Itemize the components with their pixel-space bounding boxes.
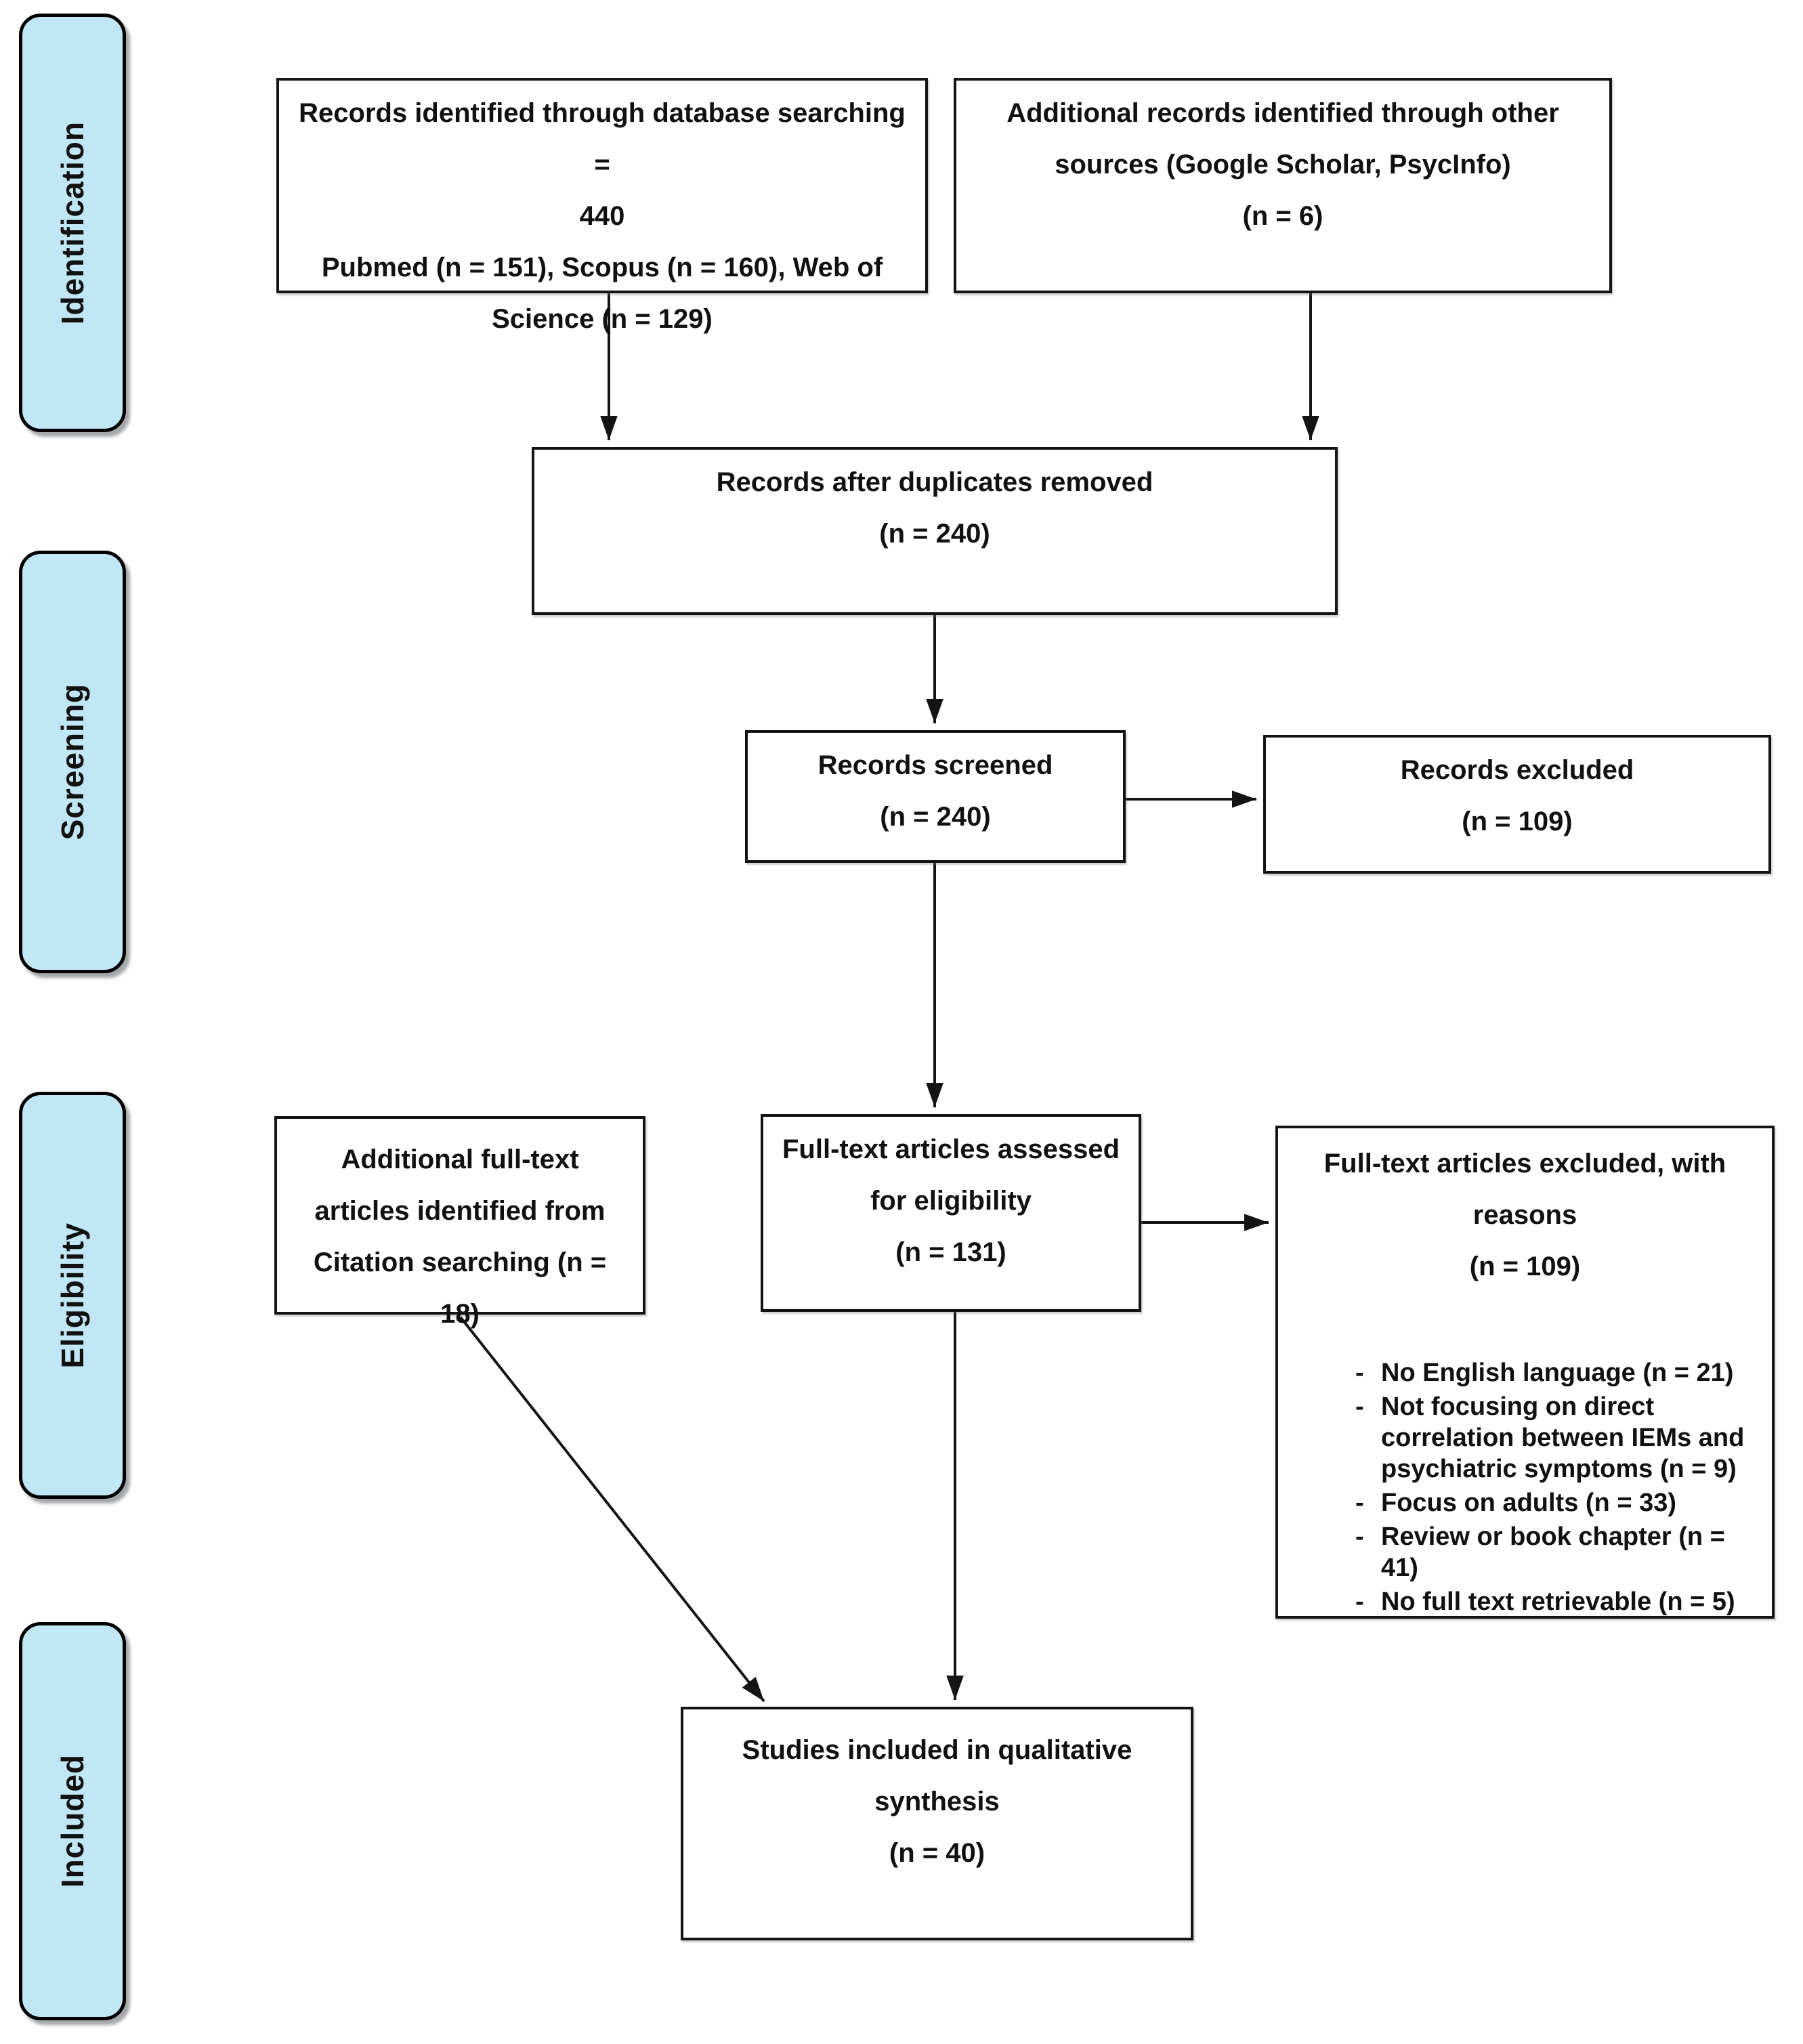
- node-studies-included-qualitative-synthesis: Studies included in qualitative synthesi…: [681, 1707, 1193, 1940]
- stage-label-eligibility: Eligibility: [55, 1222, 90, 1369]
- exclusion-reason: Review or book chapter (n = 41): [1350, 1521, 1752, 1583]
- node-records-excluded: Records excluded (n = 109): [1263, 735, 1771, 874]
- node-records-identified-database: Records identified through database sear…: [276, 78, 928, 334]
- node-additional-records-other-sources: Additional records identified through ot…: [954, 78, 1612, 293]
- node-fulltext-assessed-text: Full-text articles assessed for eligibil…: [782, 1134, 1120, 1267]
- node-additional-fulltext-citation-searching: Additional full-text articles identified…: [274, 1116, 645, 1329]
- stage-band-eligibility: Eligibility: [19, 1092, 126, 1499]
- node-records-after-duplicates-text: Records after duplicates removed (n = 24…: [716, 467, 1153, 549]
- exclusion-reason: No English language (n = 21): [1350, 1357, 1752, 1388]
- node-records-excluded-text: Records excluded (n = 109): [1400, 755, 1634, 836]
- node-records-identified-database-text: Records identified through database sear…: [299, 98, 906, 334]
- node-fulltext-assessed: Full-text articles assessed for eligibil…: [761, 1114, 1141, 1312]
- arrow-citation-to-included: [459, 1316, 765, 1703]
- stage-band-identification: Identification: [19, 14, 126, 432]
- exclusion-reasons-list: No English language (n = 21) Not focusin…: [1278, 1357, 1772, 1617]
- stage-label-identification: Identification: [55, 121, 90, 325]
- stage-band-screening: Screening: [19, 551, 126, 973]
- node-records-screened-text: Records screened (n = 240): [818, 750, 1053, 832]
- exclusion-reason: Focus on adults (n = 33): [1350, 1487, 1752, 1518]
- stage-band-included: Included: [19, 1622, 126, 2020]
- node-additional-fulltext-citation-searching-text: Additional full-text articles identified…: [313, 1145, 607, 1329]
- stage-label-included: Included: [55, 1754, 90, 1888]
- node-records-after-duplicates: Records after duplicates removed (n = 24…: [532, 447, 1338, 615]
- fulltext-excluded-heading: Full-text articles excluded, with reason…: [1323, 1149, 1726, 1281]
- exclusion-reason: No full text retrievable (n = 5): [1350, 1586, 1752, 1617]
- node-records-screened: Records screened (n = 240): [745, 730, 1126, 863]
- node-studies-included-qualitative-synthesis-text: Studies included in qualitative synthesi…: [742, 1735, 1132, 1868]
- node-additional-records-other-sources-text: Additional records identified through ot…: [1006, 98, 1559, 231]
- node-fulltext-excluded-with-reasons: Full-text articles excluded, with reason…: [1275, 1126, 1775, 1619]
- stage-label-screening: Screening: [55, 683, 90, 840]
- exclusion-reason: Not focusing on direct correlation betwe…: [1350, 1391, 1752, 1485]
